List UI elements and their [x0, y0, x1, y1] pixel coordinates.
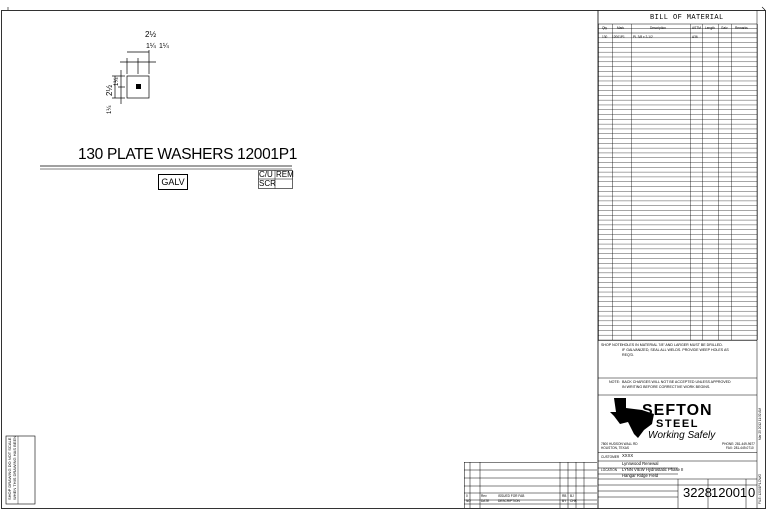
bom-title: BILL OF MATERIAL [650, 14, 724, 22]
location-value: LYNN VIEW Hydrostatic Phase II [622, 467, 684, 472]
bom-col-qty: Qty [602, 26, 607, 30]
rev-header-date: DATE [481, 499, 490, 503]
rev-row-description: ISSUED FOR FAB [498, 494, 525, 498]
rev-row-date: Rev [481, 494, 487, 498]
company-fax: FAX: 281-449-0710 [726, 446, 754, 450]
project-value: Lynnwood Renewal [622, 461, 659, 466]
bom-col-mark: Mark [617, 26, 625, 30]
rev-row-by: RB [562, 494, 567, 498]
bom-row-astm: A36 [692, 35, 698, 39]
cut-remark-box: C/U REM SCR [258, 170, 294, 189]
dim-height: 2½ [105, 84, 114, 96]
rev-header-by: BY [562, 499, 567, 503]
note-label: NOTE: [609, 380, 620, 384]
bom-col-astm: ASTM [692, 26, 701, 30]
stamp-line2: WHEN THIS DRAWING HAS BEEN [12, 435, 17, 500]
dim-left-offset: 1¼ [146, 43, 156, 50]
bom-col-remarks: Remarks [735, 26, 748, 30]
rev-row-no: 0 [466, 494, 468, 498]
bom-row-qty: 130 [602, 35, 608, 39]
company-tagline: Working Safely [648, 430, 716, 441]
company-phone: PHONE: 281-449-9677 [722, 442, 755, 446]
scr-label: SCR [259, 179, 276, 188]
dim-lower-offset: 1¼ [107, 105, 113, 114]
note-line1: BACK CHARGES WILL NOT BE ACCEPTED UNLESS… [622, 380, 731, 384]
washer-detail [112, 50, 156, 104]
bom-col-length: Length [705, 26, 715, 30]
location-label: LOCATION [601, 468, 618, 472]
company-logo: SEFTON STEEL Working Safely [598, 396, 757, 441]
dim-top-width: 2½ [145, 30, 157, 39]
cu-label: C/U [259, 170, 273, 179]
job-number: 3228 [683, 485, 712, 500]
sheet-number: 12001 [711, 485, 748, 500]
galv-box: GALV [158, 174, 188, 190]
notes-frame [598, 340, 757, 396]
rem-label: REM [276, 170, 294, 179]
bom-row-description: PL 3/8 x 2-1/2 [633, 35, 653, 39]
customer-label: CUSTOMER [601, 455, 620, 459]
rev-header-no: NO [466, 499, 471, 503]
shop-note-line1: HOLES IN MATERIAL 7/8" AND LARGER MUST B… [622, 343, 723, 347]
shop-note-line3: REQ'D. [622, 353, 635, 357]
edge-text-file: FILE: 12001P1.DWG [758, 474, 762, 504]
company-address1: 7800 HUDSON WALL RD [601, 442, 638, 446]
revision-table [464, 462, 597, 508]
rev-row-chk: BJ [570, 494, 574, 498]
edge-text-date: Mar 25 2012 11:32 AM [758, 407, 762, 440]
dim-right-offset: 1¼ [159, 43, 169, 50]
drawing-title: 130 PLATE WASHERS 12001P1 [78, 146, 298, 163]
extra-value: Hangar Ridge Field [622, 473, 659, 478]
texas-icon [610, 398, 654, 438]
note-line2: IN WRITING BEFORE CORRECTIVE WORK BEGINS… [622, 385, 711, 389]
rev-header-description: DESCRIPTION [498, 499, 520, 503]
bom-row-mark: 12001P1 [612, 35, 625, 39]
title-block-grid [598, 452, 757, 508]
bom-col-galv: Galv [721, 26, 728, 30]
shop-note-line2: IF GALVANIZED, SEAL ALL WELDS. PROVIDE W… [622, 348, 729, 352]
rev-header-chk: CHK [570, 499, 577, 503]
dim-upper-offset: 1¼ [114, 77, 120, 86]
company-name-line1: SEFTON [642, 402, 713, 419]
company-name-line2: STEEL [656, 418, 699, 430]
bom-table [598, 23, 758, 341]
bom-col-description: Description [650, 26, 666, 30]
revision-number: 0 [748, 485, 756, 500]
customer-value: XXXX [622, 453, 634, 458]
title-underline [40, 165, 292, 170]
shop-note-label: SHOP NOTE: [601, 343, 624, 347]
company-address2: HOUSTON, TEXAS [601, 446, 630, 450]
